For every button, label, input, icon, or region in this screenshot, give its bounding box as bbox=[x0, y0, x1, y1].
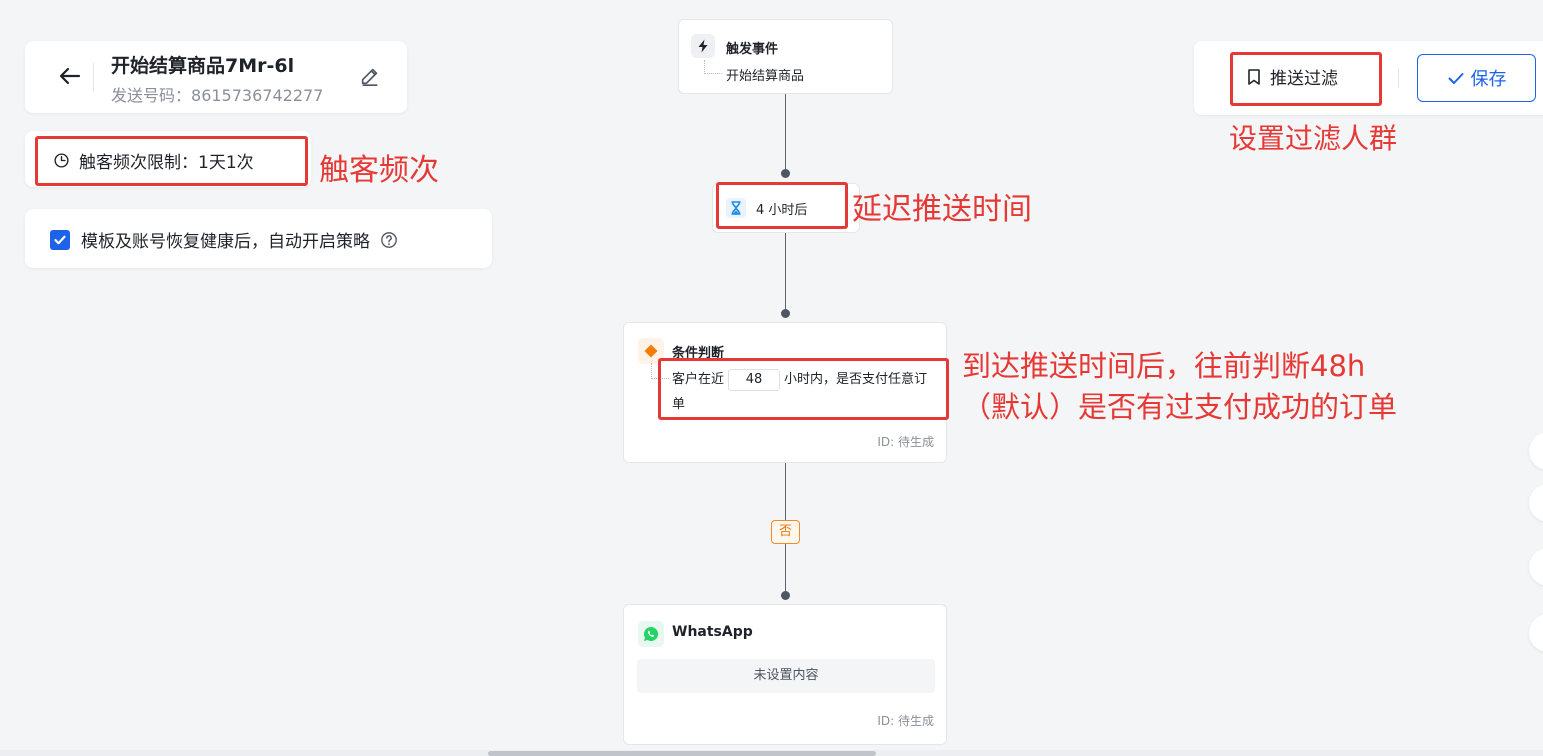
question-circle-icon[interactable] bbox=[380, 231, 398, 249]
annotation-box-frequency bbox=[35, 136, 308, 186]
trigger-event-name: 开始结算商品 bbox=[726, 69, 805, 84]
pencil-icon bbox=[361, 68, 378, 86]
whatsapp-icon-wrap bbox=[638, 621, 664, 647]
hourglass-icon-wrap bbox=[726, 198, 746, 218]
save-label: 保存 bbox=[1470, 69, 1507, 90]
save-button[interactable]: 保存 bbox=[1417, 54, 1536, 102]
connector-line bbox=[785, 544, 786, 594]
auto-enable-label: 模板及账号恢复健康后，自动开启策略 bbox=[81, 232, 370, 252]
sender-number-label: 发送号码： bbox=[111, 86, 192, 105]
whatsapp-title: WhatsApp bbox=[672, 624, 753, 640]
auto-enable-row: 模板及账号恢复健康后，自动开启策略 bbox=[50, 227, 398, 252]
condition-title: 条件判断 bbox=[672, 346, 725, 361]
connector-line bbox=[785, 463, 786, 520]
sender-number: 发送号码：8615736742277 bbox=[111, 82, 323, 106]
header-divider bbox=[93, 63, 94, 91]
whatsapp-content-placeholder[interactable]: 未设置内容 bbox=[637, 659, 935, 693]
hourglass-icon bbox=[731, 201, 741, 215]
zoom-control[interactable] bbox=[1529, 484, 1543, 522]
push-filter-button[interactable]: 推送过滤 bbox=[1246, 64, 1338, 89]
zoom-control[interactable] bbox=[1529, 548, 1543, 586]
condition-icon-wrap bbox=[638, 338, 664, 364]
trigger-title: 触发事件 bbox=[726, 42, 779, 57]
whatsapp-node-id: ID: 待生成 bbox=[877, 714, 934, 728]
condition-text-after: 小时内，是否支付任意订单 bbox=[672, 372, 928, 412]
connector-line bbox=[785, 233, 786, 313]
frequency-limit-label: 触客频次限制：1天1次 bbox=[79, 153, 254, 173]
annotation-box-delay bbox=[716, 182, 848, 229]
branch-no-badge: 否 bbox=[771, 520, 800, 544]
connector-dot bbox=[781, 591, 790, 600]
condition-text-before: 客户在近 bbox=[672, 372, 725, 387]
auto-enable-card: 模板及账号恢复健康后，自动开启策略 bbox=[25, 209, 492, 268]
auto-enable-checkbox[interactable] bbox=[50, 229, 70, 250]
connector-dot bbox=[781, 169, 790, 178]
check-icon bbox=[1448, 73, 1463, 84]
annotation-condition-line1: 到达推送时间后，往前判断48h bbox=[962, 349, 1366, 383]
annotation-frequency: 触客频次 bbox=[319, 153, 439, 188]
edit-title-button[interactable] bbox=[359, 65, 383, 89]
sender-number-value: 8615736742277 bbox=[191, 86, 324, 105]
tree-connector bbox=[704, 60, 722, 74]
whatsapp-node[interactable]: WhatsApp 未设置内容 ID: 待生成 bbox=[623, 604, 947, 745]
whatsapp-icon bbox=[644, 626, 659, 641]
connector-dot bbox=[781, 309, 790, 318]
diamond-icon bbox=[644, 344, 658, 358]
checkmark-icon bbox=[54, 235, 66, 244]
bookmark-icon bbox=[1248, 68, 1260, 85]
clock-icon bbox=[54, 153, 69, 168]
strategy-header-card: 开始结算商品7Mr-6l 发送号码：8615736742277 bbox=[25, 41, 407, 113]
condition-node-id: ID: 待生成 bbox=[877, 435, 934, 449]
lightning-icon bbox=[698, 39, 708, 53]
trigger-event-node[interactable]: 触发事件 开始结算商品 bbox=[678, 19, 893, 94]
frequency-limit[interactable]: 触客频次限制：1天1次 bbox=[53, 148, 254, 173]
frequency-limit-card[interactable]: 触客频次限制：1天1次 bbox=[25, 131, 311, 187]
connector-line bbox=[785, 94, 786, 174]
trigger-icon-wrap bbox=[691, 34, 715, 58]
horizontal-scrollbar-thumb[interactable] bbox=[488, 751, 876, 756]
back-button[interactable] bbox=[55, 61, 85, 91]
annotation-filter: 设置过滤人群 bbox=[1229, 122, 1398, 155]
delay-row: 4 小时后 bbox=[726, 198, 807, 218]
arrow-left-icon bbox=[59, 67, 81, 85]
annotation-delay: 延迟推送时间 bbox=[852, 192, 1032, 227]
annotation-box-condition bbox=[658, 358, 949, 420]
zoom-control[interactable] bbox=[1529, 614, 1543, 652]
strategy-title: 开始结算商品7Mr-6l bbox=[111, 55, 295, 77]
condition-hours-input[interactable]: 48 bbox=[728, 368, 781, 391]
push-filter-label: 推送过滤 bbox=[1270, 69, 1338, 89]
delay-label: 4 小时后 bbox=[756, 202, 808, 218]
annotation-condition-line2: （默认）是否有过支付成功的订单 bbox=[962, 390, 1398, 424]
actions-divider bbox=[1398, 68, 1399, 88]
annotation-box-filter bbox=[1230, 52, 1382, 106]
zoom-control[interactable] bbox=[1529, 432, 1543, 470]
